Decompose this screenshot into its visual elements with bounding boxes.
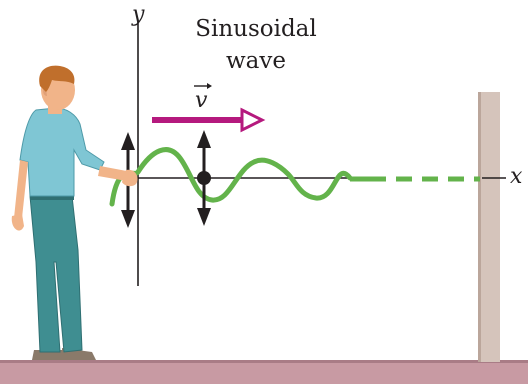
belt bbox=[30, 194, 74, 200]
floor bbox=[0, 362, 528, 384]
velocity-arrow bbox=[152, 107, 266, 133]
left-arm bbox=[14, 160, 28, 218]
wall-edge bbox=[478, 92, 481, 362]
title-line-1: Sinusoidal bbox=[195, 16, 317, 42]
wall bbox=[478, 92, 500, 362]
pants bbox=[29, 195, 83, 353]
wave-curve bbox=[109, 147, 353, 207]
vector-symbol-icon bbox=[194, 83, 212, 89]
x-axis-label: x bbox=[510, 164, 523, 189]
particle-dot bbox=[197, 171, 211, 185]
left-hand bbox=[11, 214, 24, 231]
title-line-2: wave bbox=[225, 48, 286, 74]
person-figure bbox=[11, 65, 138, 360]
velocity-label: v bbox=[195, 88, 208, 113]
right-hand bbox=[122, 169, 138, 187]
hair bbox=[39, 65, 75, 92]
shirt bbox=[19, 107, 105, 197]
floor-edge bbox=[0, 360, 528, 363]
y-axis-label: y bbox=[132, 2, 145, 27]
